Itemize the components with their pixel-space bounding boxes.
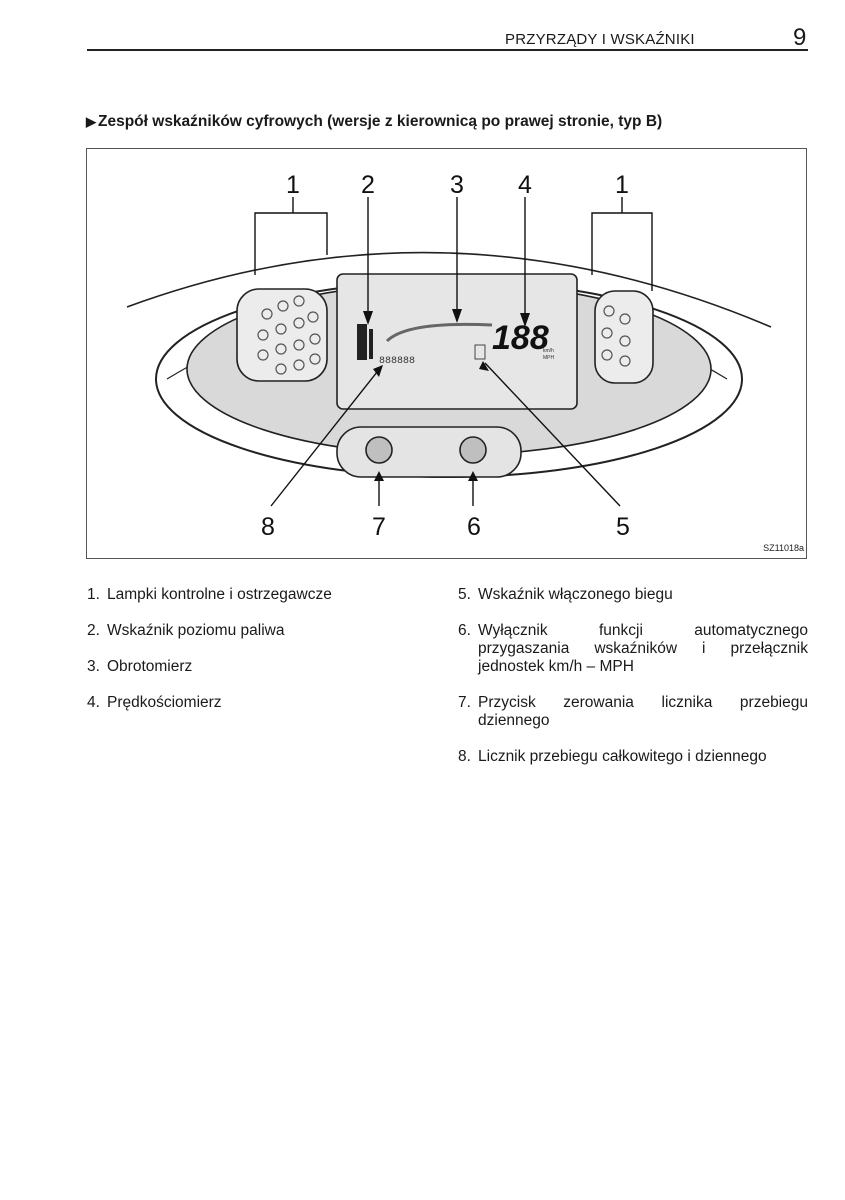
legend-item-number: 3. — [87, 658, 100, 675]
callout-arrowheads — [363, 309, 530, 481]
callout-3: 3 — [450, 171, 464, 199]
legend-item-number: 4. — [87, 694, 100, 711]
callout-lines — [254, 197, 653, 507]
left-warning-lamp-panel — [236, 288, 328, 382]
trip-reset-button — [365, 436, 393, 464]
tachometer-bar — [385, 322, 493, 343]
legend-item: 7. Przycisk zerowania licznika przebiegu … — [458, 694, 808, 730]
fuel-gauge-segments — [357, 324, 373, 360]
section-heading-text: Zespół wskaźników cyfrowych (wersje z ki… — [98, 113, 663, 130]
legend-item: 5. Wskaźnik włączonego biegu — [458, 586, 808, 604]
callout-6: 6 — [467, 513, 481, 541]
legend-item-text: Wskaźnik włączonego biegu — [478, 586, 673, 603]
unit-kmh: km/h — [543, 348, 554, 354]
legend-item: 6. Wyłącznik funkcji automatycznego przyg… — [458, 622, 808, 676]
page-header-title: PRZYRZĄDY I WSKAŹNIKI — [505, 31, 695, 48]
dimmer-unit-button — [459, 436, 487, 464]
legend-item-number: 6. — [458, 622, 471, 639]
legend-item-number: 2. — [87, 622, 100, 639]
legend-item-text: Lampki kontrolne i ostrzegawcze — [107, 586, 332, 603]
legend-item-text: Przycisk zerowania licznika przebiegu dz… — [478, 694, 808, 729]
legend-item-number: 7. — [458, 694, 471, 711]
legend-item-text: Wskaźnik poziomu paliwa — [107, 622, 285, 639]
legend-item: 4. Prędkościomierz — [87, 694, 387, 712]
legend-item: 2. Wskaźnik poziomu paliwa — [87, 622, 387, 640]
odometer-digits: 888888 — [379, 356, 415, 367]
legend-item-text: Licznik przebiegu całkowitego i dzienneg… — [478, 748, 767, 765]
callout-1-left: 1 — [286, 171, 300, 199]
callout-4: 4 — [518, 171, 532, 199]
legend-right-list: 5. Wskaźnik włączonego biegu 6. Wyłącznik … — [458, 586, 808, 784]
speed-digits: 188 — [492, 319, 549, 357]
warning-lamp-symbols — [257, 295, 631, 375]
section-heading: ▶Zespół wskaźników cyfrowych (wersje z k… — [86, 113, 662, 131]
gear-indicator — [474, 344, 486, 360]
legend-left-list: 1. Lampki kontrolne i ostrzegawcze 2. Wska… — [87, 586, 387, 730]
legend-item-number: 1. — [87, 586, 100, 603]
legend-item: 8. Licznik przebiegu całkowitego i dzienn… — [458, 748, 808, 766]
callout-2: 2 — [361, 171, 375, 199]
instrument-cluster-illustration: 888888 188 km/h MPH — [126, 171, 804, 553]
callout-7: 7 — [372, 513, 386, 541]
legend-item-number: 8. — [458, 748, 471, 765]
page-number: 9 — [793, 24, 807, 51]
unit-mph: MPH — [543, 355, 555, 361]
legend-item: 3. Obrotomierz — [87, 658, 387, 676]
figure-code: SZ11018a — [763, 543, 804, 553]
legend-item: 1. Lampki kontrolne i ostrzegawcze — [87, 586, 387, 604]
callout-8: 8 — [261, 513, 275, 541]
legend-item-text: Wyłącznik funkcji automatycznego przygas… — [478, 622, 808, 675]
triangle-marker-icon: ▶ — [86, 114, 96, 129]
dashboard-outer-arc — [126, 251, 772, 328]
legend-item-number: 5. — [458, 586, 471, 603]
header-divider — [87, 49, 808, 51]
instrument-cluster-figure: 888888 188 km/h MPH — [86, 148, 807, 559]
button-housing — [336, 426, 522, 478]
callout-1-right: 1 — [615, 171, 629, 199]
legend-item-text: Prędkościomierz — [107, 694, 222, 711]
legend-item-text: Obrotomierz — [107, 658, 193, 675]
callout-5: 5 — [616, 513, 630, 541]
